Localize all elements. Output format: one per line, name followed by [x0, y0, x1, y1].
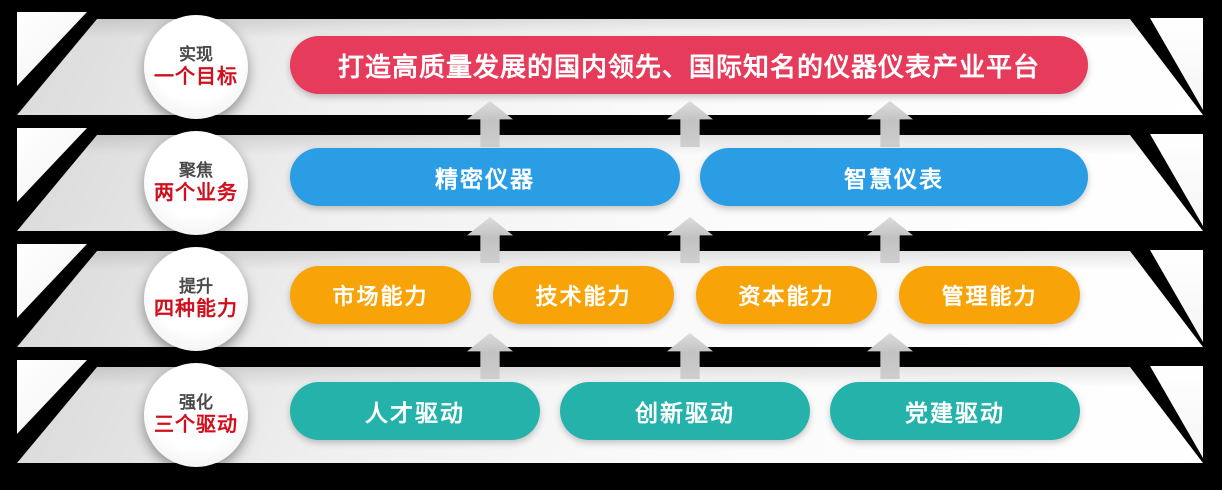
capability-pill-2: 技术能力	[493, 266, 674, 324]
badge-goal: 实现 一个目标	[144, 15, 248, 119]
capability-pill-1: 市场能力	[290, 266, 471, 324]
driver-pill-1: 人才驱动	[290, 382, 540, 440]
badge-businesses-accent: 两个业务	[154, 182, 238, 205]
badge-drivers: 强化 三个驱动	[144, 363, 248, 467]
driver-pill-3: 党建驱动	[830, 382, 1080, 440]
badge-capabilities: 提升 四种能力	[144, 247, 248, 351]
badge-capabilities-label: 提升	[179, 276, 213, 296]
badge-businesses: 聚焦 两个业务	[144, 131, 248, 235]
business-pill-2: 智慧仪表	[700, 148, 1088, 206]
capability-pill-3: 资本能力	[696, 266, 877, 324]
badge-drivers-accent: 三个驱动	[154, 414, 238, 437]
badge-capabilities-accent: 四种能力	[154, 298, 238, 321]
driver-pill-2: 创新驱动	[560, 382, 810, 440]
badge-businesses-label: 聚焦	[179, 160, 213, 180]
badge-drivers-label: 强化	[179, 392, 213, 412]
business-pill-1: 精密仪器	[290, 148, 680, 206]
capability-pill-4: 管理能力	[899, 266, 1080, 324]
badge-goal-accent: 一个目标	[154, 66, 238, 89]
badge-goal-label: 实现	[179, 44, 213, 64]
goal-pill: 打造高质量发展的国内领先、国际知名的仪器仪表产业平台	[290, 36, 1088, 94]
